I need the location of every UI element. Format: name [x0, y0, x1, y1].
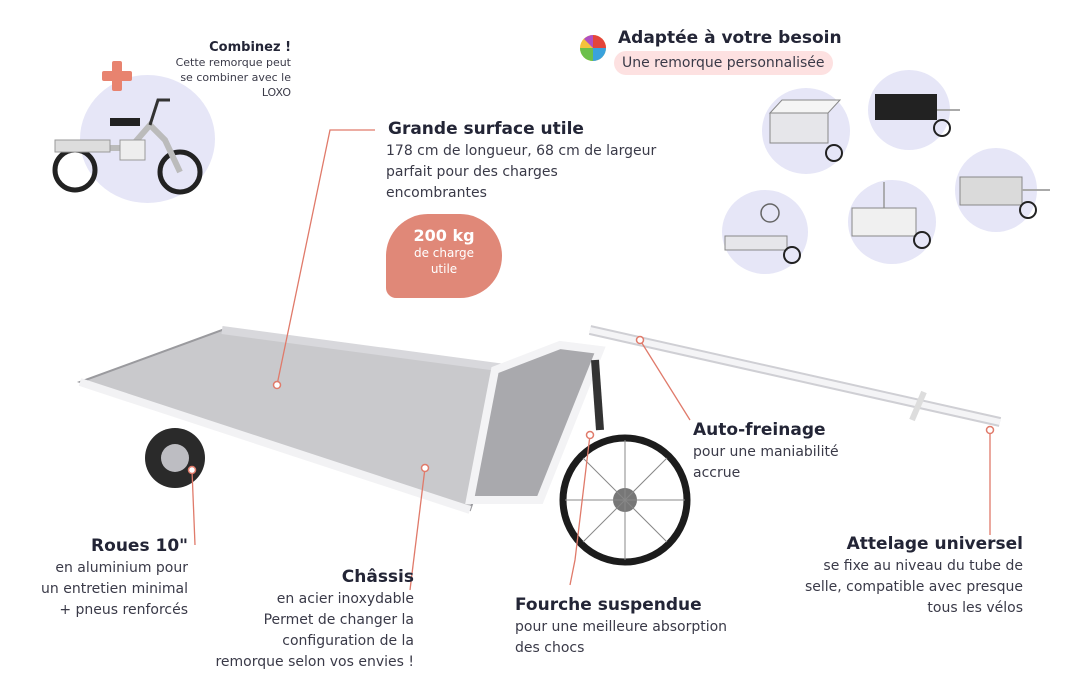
trailer-image — [76, 325, 1002, 566]
chassis-line-3: configuration de la — [282, 633, 414, 649]
load-label-1: de charge — [413, 246, 475, 260]
wheels-line-1: en aluminium pour — [55, 560, 188, 576]
wheels-callout: Roues 10" en aluminium pour un entretien… — [41, 536, 188, 621]
surface-title: Grande surface utile — [388, 119, 584, 139]
load-label-2: utile — [430, 262, 458, 276]
brake-title: Auto-freinage — [693, 420, 826, 440]
brake-line-1: pour une maniabilité — [693, 444, 839, 460]
combine-line-1: Cette remorque peut — [175, 56, 291, 69]
variant-trailer-5 — [724, 203, 801, 264]
combine-title: Combinez ! — [209, 40, 291, 55]
wheels-line-2: un entretien minimal — [41, 581, 188, 597]
surface-callout: Grande surface utile 178 cm de longueur,… — [386, 119, 656, 204]
chassis-line-4: remorque selon vos envies ! — [215, 654, 414, 670]
wheels-line-3: + pneus renforcés — [59, 602, 188, 618]
brake-line-2: accrue — [693, 465, 741, 481]
load-value: 200 kg — [413, 226, 475, 245]
callout-dots — [187, 335, 995, 475]
surface-line-3: encombrantes — [386, 185, 487, 201]
palette-icon — [580, 35, 606, 61]
load-badge: 200 kg de charge utile — [386, 214, 502, 298]
hitch-line-1: se fixe au niveau du tube de — [823, 558, 1023, 574]
callout-lines — [191, 129, 991, 591]
combine-line-3: LOXO — [261, 86, 291, 99]
fork-callout: Fourche suspendue pour une meilleure abs… — [515, 595, 727, 659]
brake-callout: Auto-freinage pour une maniabilité accru… — [693, 420, 839, 484]
hitch-callout: Attelage universel se fixe au niveau du … — [805, 534, 1023, 619]
plus-icon — [102, 61, 132, 91]
fork-line-1: pour une meilleure absorption — [515, 619, 728, 635]
wheels-title: Roues 10" — [91, 536, 188, 556]
fork-line-2: des chocs — [515, 640, 585, 656]
chassis-title: Châssis — [341, 567, 414, 587]
chassis-callout: Châssis en acier inoxydable Permet de ch… — [215, 567, 414, 673]
combine-line-2: se combiner avec le — [180, 71, 291, 84]
variant-trailer-4 — [851, 182, 931, 249]
surface-line-2: parfait pour des charges — [386, 164, 558, 180]
surface-line-1: 178 cm de longueur, 68 cm de largeur — [386, 143, 657, 159]
adapt-subtitle: Une remorque personnalisée — [614, 51, 833, 75]
combine-blob — [80, 75, 215, 203]
loxo-bike-image — [52, 98, 203, 195]
combine-callout: Combinez ! Cette remorque peut se combin… — [176, 40, 291, 100]
variant-trailer-2 — [875, 94, 960, 137]
hitch-title: Attelage universel — [846, 534, 1023, 554]
variant-trailer-3 — [959, 176, 1050, 219]
fork-title: Fourche suspendue — [515, 595, 702, 615]
chassis-line-2: Permet de changer la — [263, 612, 414, 628]
variant-blob-5 — [722, 190, 808, 274]
hitch-line-2: selle, compatible avec presque — [804, 579, 1023, 595]
variant-trailer-1 — [768, 99, 843, 162]
chassis-line-1: en acier inoxydable — [276, 591, 414, 607]
hitch-line-3: tous les vélos — [927, 600, 1023, 616]
adapt-title: Adaptée à votre besoin — [618, 28, 842, 48]
